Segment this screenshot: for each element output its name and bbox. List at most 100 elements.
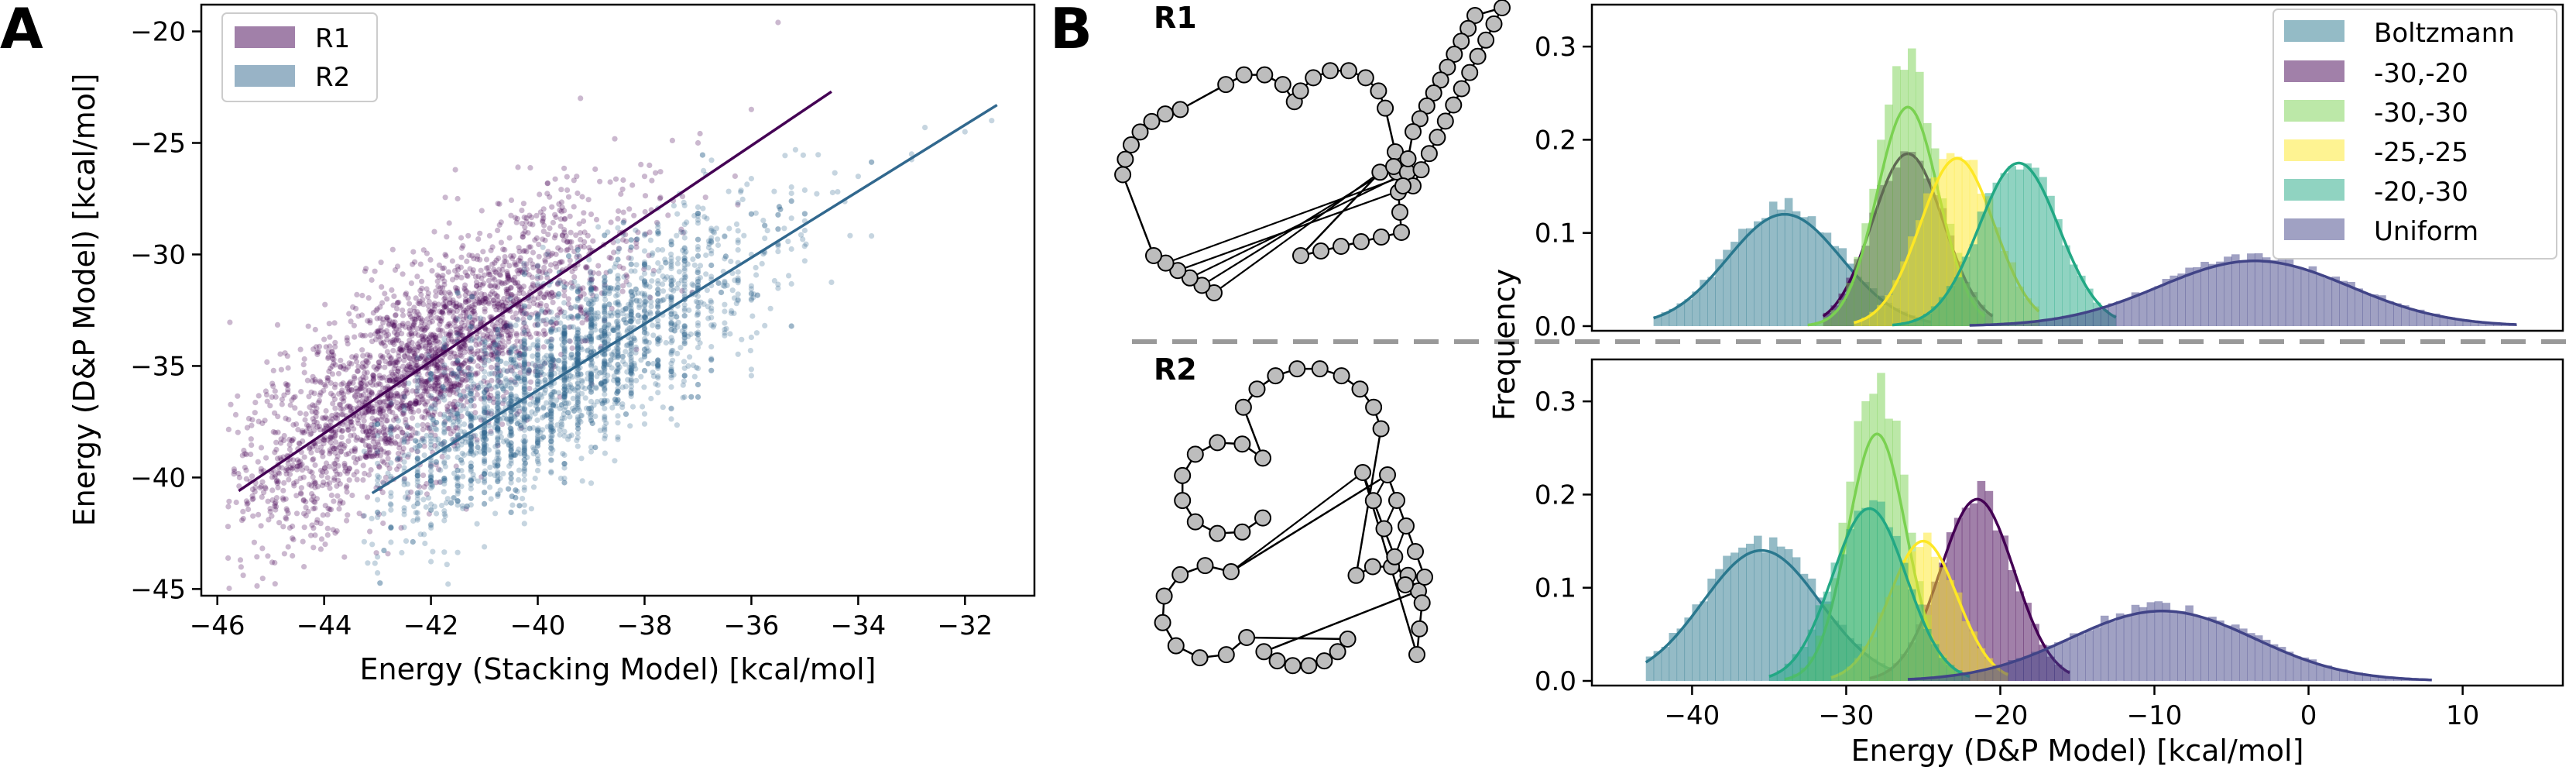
scatter-point [382, 432, 388, 438]
scatter-point [442, 366, 448, 373]
scatter-point [411, 504, 417, 510]
scatter-point [476, 285, 482, 291]
scatter-point [483, 350, 489, 356]
scatter-point [454, 387, 461, 393]
scatter-point [293, 421, 300, 428]
scatter-point [419, 353, 425, 359]
scatter-point [430, 353, 436, 359]
scatter-point [521, 260, 527, 266]
scatter-point [832, 170, 838, 176]
scatter-point [390, 360, 396, 366]
scatter-point [363, 409, 369, 415]
scatter-point [293, 479, 300, 485]
scatter-point [388, 490, 394, 496]
scatter-point [561, 237, 568, 243]
scatter-point [454, 411, 460, 417]
scatter-point [412, 259, 418, 265]
scatter-point [318, 473, 324, 479]
scatter-point [497, 272, 504, 278]
scatter-point [474, 437, 480, 443]
scatter-point [308, 532, 314, 538]
scatter-point [612, 176, 619, 182]
scatter-point [542, 310, 548, 316]
scatter-point [550, 356, 556, 363]
scatter-point [254, 554, 260, 560]
scatter-point [273, 495, 280, 501]
scatter-point [433, 293, 439, 299]
scatter-point [365, 472, 372, 478]
scatter-point [735, 247, 741, 253]
scatter-point [578, 95, 584, 101]
scatter-point [468, 356, 474, 363]
scatter-point [331, 396, 338, 402]
scatter-point [581, 244, 587, 250]
scatter-point [345, 341, 351, 347]
scatter-point [304, 377, 310, 383]
scatter-point [355, 417, 361, 423]
scatter-point [474, 334, 480, 340]
scatter-point [559, 232, 566, 239]
scatter-point [392, 267, 399, 273]
scatter-point [309, 490, 315, 497]
scatter-point [412, 400, 418, 407]
scatter-point [372, 331, 379, 337]
scatter-point [378, 404, 385, 410]
scatter-point [459, 376, 466, 383]
scatter-point [378, 435, 384, 442]
scatter-point [681, 335, 688, 341]
scatter-point [468, 495, 474, 501]
scatter-point [695, 204, 701, 210]
scatter-point [565, 315, 571, 321]
scatter-point [495, 297, 502, 304]
scatter-point [468, 403, 474, 409]
scatter-point [417, 531, 424, 538]
scatter-point [515, 317, 521, 323]
scatter-point [310, 525, 317, 531]
scatter-point [417, 356, 423, 362]
scatter-point [380, 354, 386, 360]
scatter-point [550, 428, 556, 435]
scatter-point [602, 413, 608, 419]
scatter-point [521, 352, 527, 358]
scatter-point [647, 229, 653, 235]
scatter-point [456, 344, 463, 350]
scatter-point [554, 264, 560, 270]
scatter-point [458, 343, 464, 349]
scatter-point [455, 331, 461, 337]
scatter-point [459, 376, 465, 383]
scatter-point [453, 318, 459, 324]
scatter-point [329, 443, 335, 450]
scatter-point [530, 484, 537, 490]
scatter-point [537, 274, 544, 280]
scatter-point [647, 162, 653, 168]
scatter-point [442, 294, 448, 301]
scatter-point [677, 345, 684, 351]
scatter-point [388, 400, 394, 406]
scatter-point [609, 404, 616, 411]
scatter-point [356, 393, 362, 399]
scatter-point [380, 320, 386, 326]
scatter-point [312, 409, 318, 415]
scatter-point [534, 443, 541, 449]
scatter-point [471, 290, 477, 297]
scatter-point [348, 387, 355, 394]
scatter-point [695, 139, 701, 146]
scatter-point [380, 339, 386, 345]
scatter-point [388, 441, 394, 447]
scatter-point [412, 378, 418, 384]
scatter-point [391, 341, 397, 348]
scatter-point [615, 238, 621, 244]
scatter-point [448, 380, 454, 387]
scatter-point [496, 201, 503, 207]
scatter-point [404, 405, 411, 411]
scatter-point [400, 411, 406, 418]
scatter-point [451, 495, 457, 501]
scatter-point [545, 232, 551, 238]
scatter-point [389, 246, 396, 253]
scatter-point [298, 389, 304, 395]
scatter-point [695, 345, 701, 351]
scatter-point [361, 418, 367, 424]
scatter-point [476, 300, 482, 306]
scatter-point [586, 245, 592, 251]
scatter-point [595, 310, 601, 316]
